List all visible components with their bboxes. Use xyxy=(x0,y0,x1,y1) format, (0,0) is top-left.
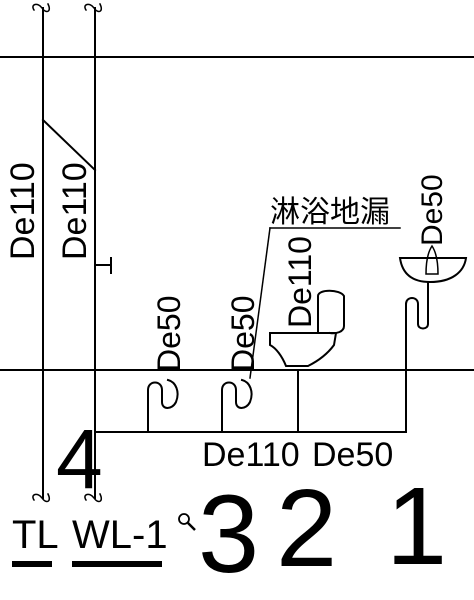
number-1: 1 xyxy=(386,465,447,588)
tl-pipe-size-label: De110 xyxy=(4,162,42,260)
break-mark-top-wl xyxy=(84,2,103,13)
branch-size-left-label: De110 xyxy=(202,436,300,474)
basin-faucet xyxy=(425,244,439,275)
floor-drain-2-size-label: De50 xyxy=(225,296,261,373)
basin-trap xyxy=(404,281,429,330)
floor-drain-2-trap xyxy=(221,378,253,433)
floor-drain-1-trap xyxy=(147,378,179,433)
branch-size-right-label: De50 xyxy=(312,436,393,474)
wl-pipe-size-label: De110 xyxy=(56,162,94,260)
magnifier-icon[interactable] xyxy=(178,513,196,531)
floor-drain-1-size-label: De50 xyxy=(151,296,187,373)
basin-size-label: De50 xyxy=(416,174,449,246)
shower-drain-label: 淋浴地漏 xyxy=(270,195,390,230)
number-2: 2 xyxy=(276,467,337,590)
toilet-bowl xyxy=(269,332,338,367)
toilet-tank xyxy=(317,289,345,335)
wl-id-label: WL-1 xyxy=(72,513,168,557)
wash-basin xyxy=(398,257,468,284)
vent-connector xyxy=(41,118,97,172)
toilet-size-label: De110 xyxy=(282,236,318,328)
number-3: 3 xyxy=(198,473,259,596)
tl-id-label: TL xyxy=(12,513,59,557)
shower-drain-leader xyxy=(249,227,271,379)
break-mark-top-tl xyxy=(32,2,51,13)
break-mark-bottom-tl xyxy=(32,492,51,503)
number-4: 4 xyxy=(56,412,103,506)
